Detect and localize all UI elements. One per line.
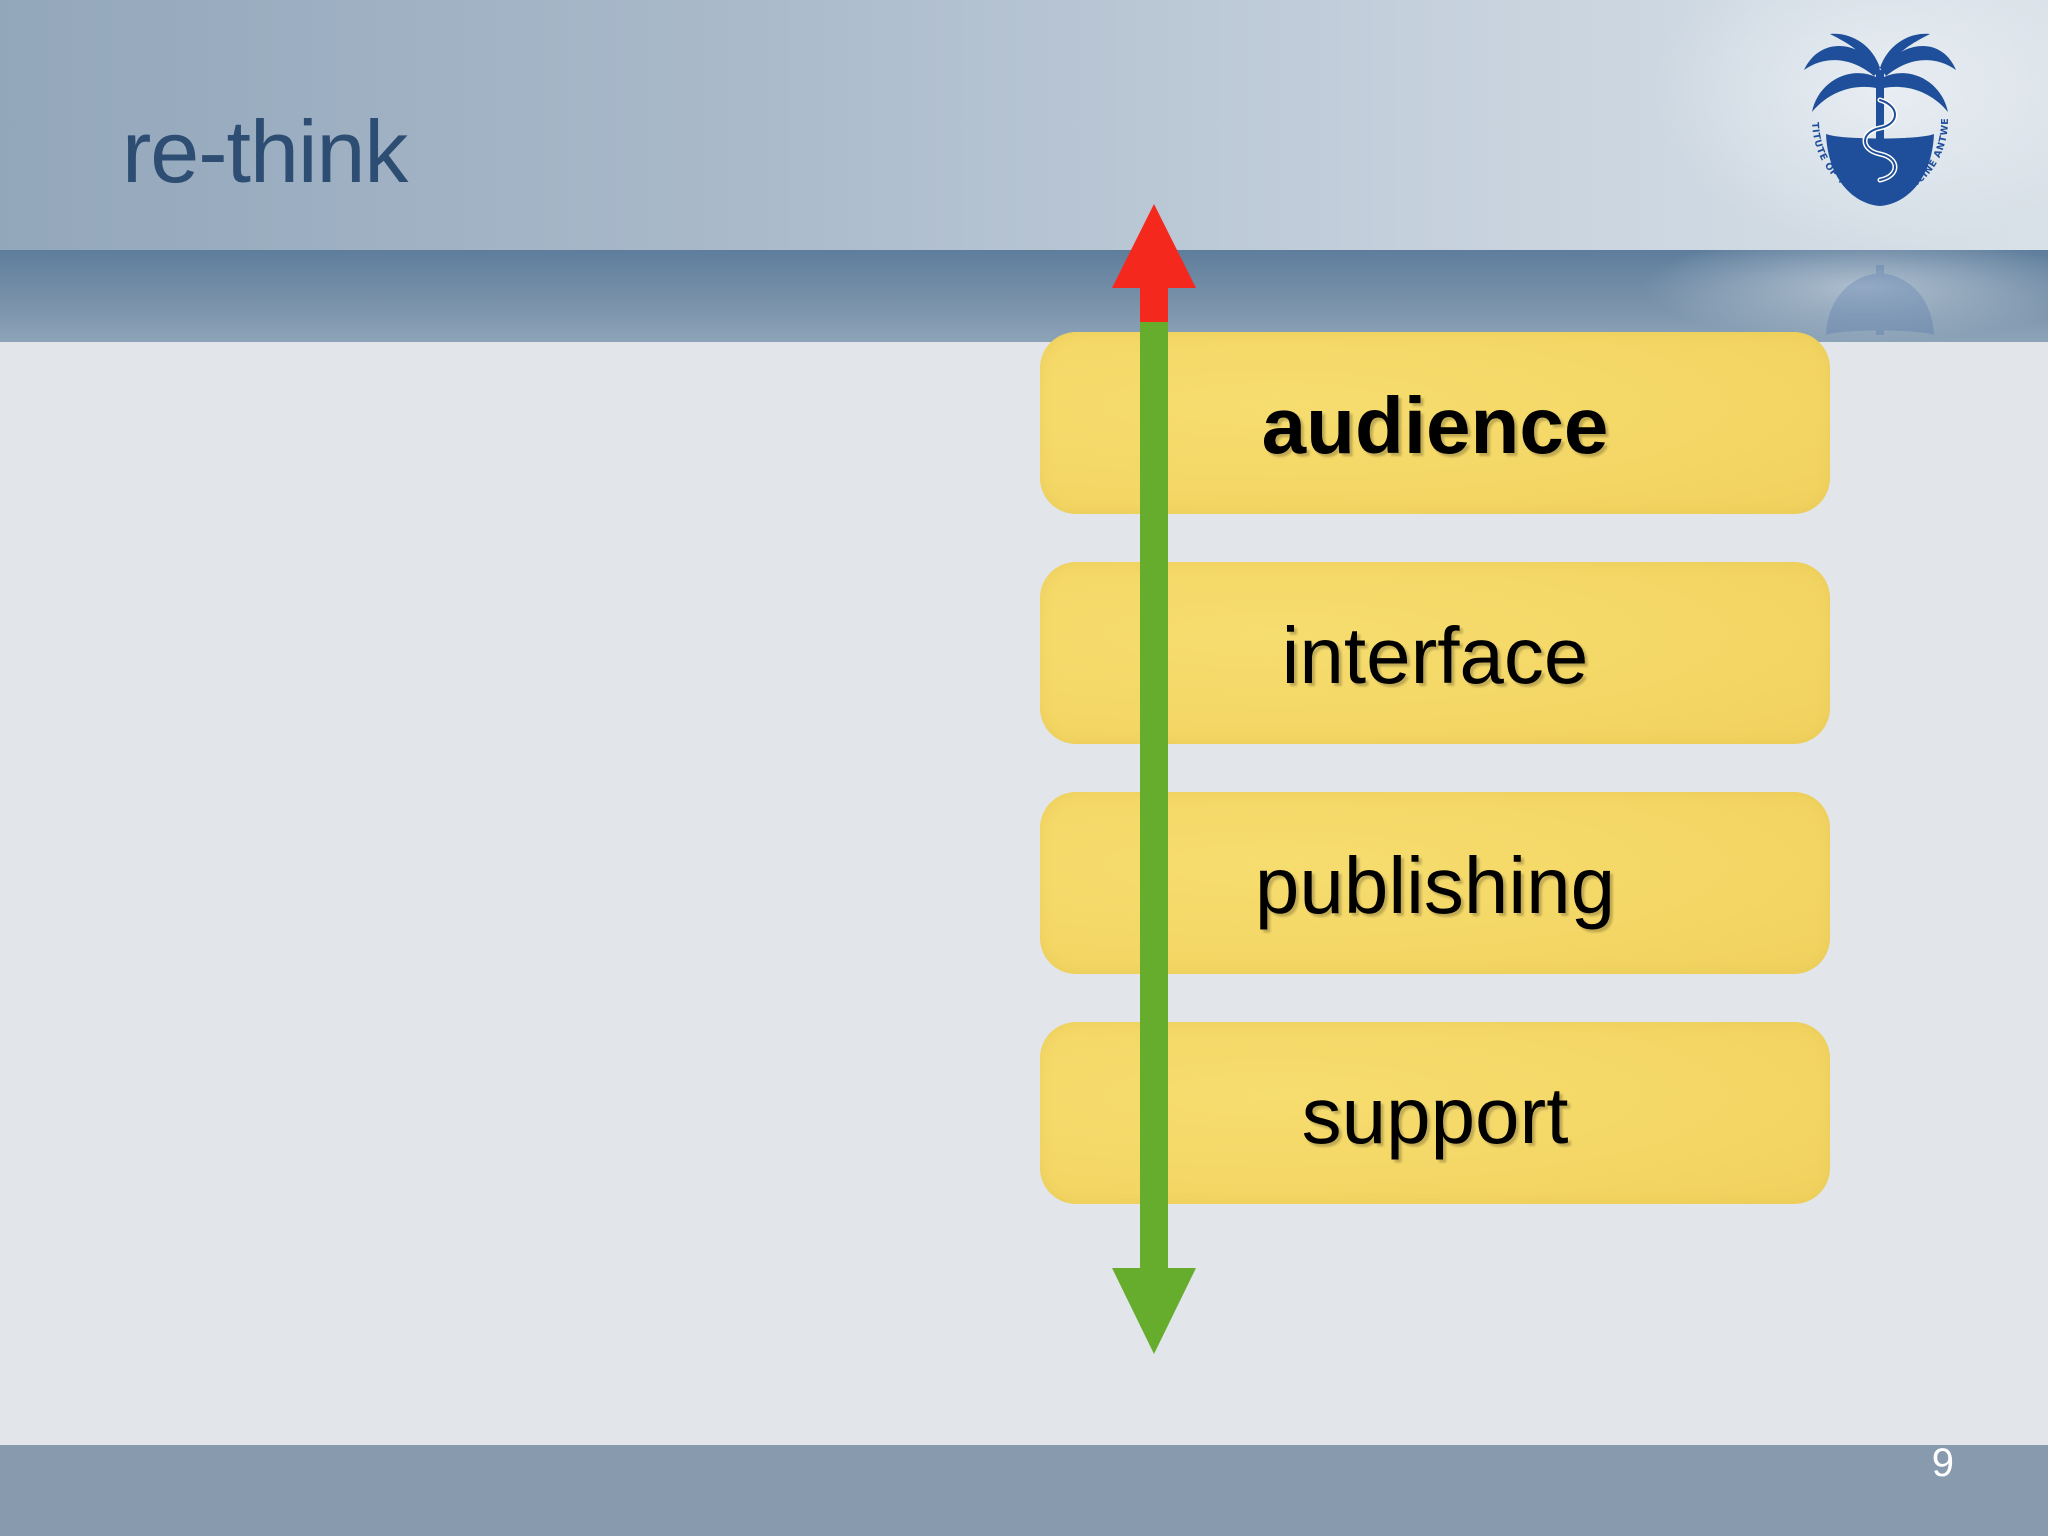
stack-label-support: support [1301,1071,1569,1160]
institute-logo: INSTITUTE OF TROPICAL MEDICINE ANTWERP [1800,30,1956,206]
stack-label-publishing: publishing [1254,841,1616,930]
arrow-head-up [1112,204,1196,288]
stack-box-support [1040,1022,1830,1204]
palm-frond-right-low [1882,73,1948,112]
stack-box-audience [1040,332,1830,514]
header-band-glow [1640,250,2048,342]
vertical-double-arrow [1112,204,1196,1354]
stack-box-publishing [1040,792,1830,974]
slide-title: re-think [122,102,408,201]
palm-frond-left-low [1812,73,1878,112]
stack-label-interface: interface [1281,611,1589,700]
arrow-shaft-green [1140,322,1168,1270]
stack-box-interface [1040,562,1830,744]
logo-reflection [1826,265,1934,335]
footer-bar [0,1445,2048,1536]
page-number: 9 [1931,1441,1954,1485]
palm-frond-right [1882,45,1956,76]
palm-frond-top-right [1880,33,1930,74]
palm-frond-top-left [1830,33,1880,74]
arrow-shaft-red [1140,286,1168,322]
arrow-head-down [1112,1268,1196,1354]
shield [1826,134,1934,206]
stack-label-audience: audience [1261,381,1609,470]
